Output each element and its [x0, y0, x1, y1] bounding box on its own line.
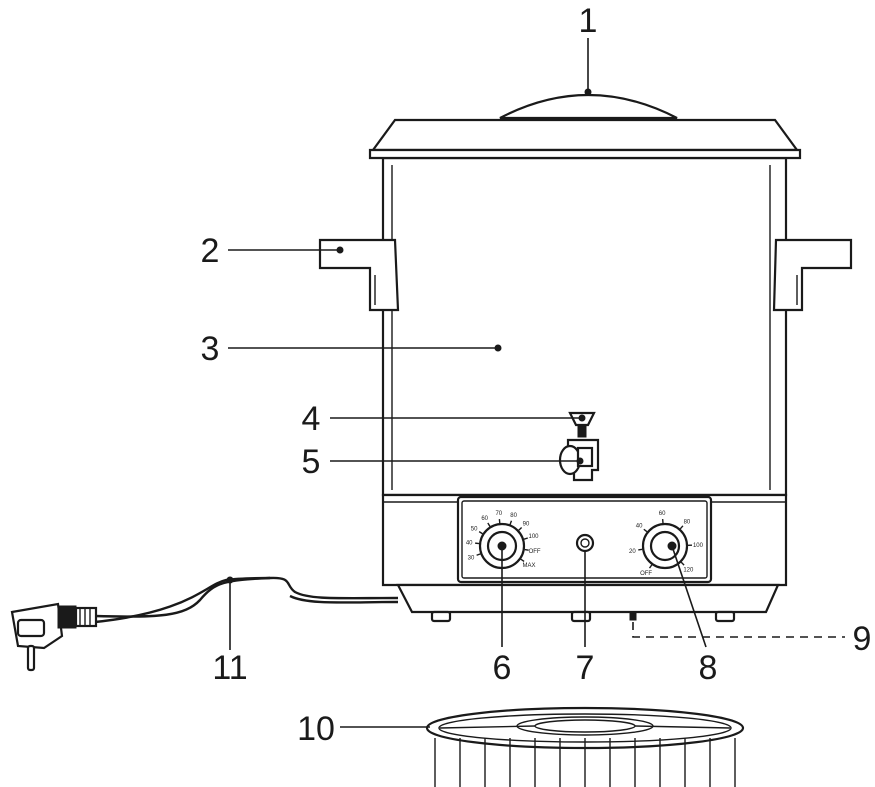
callout-9: 9	[853, 620, 872, 658]
callout-6: 6	[493, 649, 512, 687]
temperature-dial-tick-label: 60	[481, 516, 488, 522]
leader-8	[671, 545, 707, 648]
callout-2: 2	[201, 232, 220, 270]
leader-9	[632, 622, 845, 638]
temperature-dial-tick-label: OFF	[529, 549, 541, 555]
timer-dial-tick-label: 120	[683, 567, 694, 573]
callout-4: 4	[302, 400, 321, 438]
temperature-dial-tick-label: MAX	[523, 563, 536, 569]
power-cord	[94, 576, 399, 624]
timer-dial-tick-label: 20	[629, 549, 636, 555]
foot-center	[570, 610, 592, 623]
temperature-dial-tick-mark	[524, 548, 529, 551]
leader-lines	[226, 38, 845, 728]
temperature-dial-tick-label: 90	[523, 521, 530, 527]
temperature-dial-tick-mark	[509, 520, 513, 525]
callout-8: 8	[699, 649, 718, 687]
timer-dial-tick-label: 80	[684, 519, 691, 525]
foot-left	[430, 610, 452, 623]
temperature-dial-tick-label: 40	[466, 540, 473, 546]
temperature-dial-tick-label: 50	[471, 526, 478, 532]
rack-insert	[425, 706, 745, 787]
temperature-dial-tick-mark	[476, 553, 481, 556]
indicator-lamp	[575, 533, 595, 553]
lid	[368, 88, 802, 160]
handle-right	[772, 238, 853, 312]
timer-dial-tick-label: 100	[693, 543, 704, 549]
temperature-dial-tick-mark	[487, 522, 491, 527]
handle-left	[318, 238, 400, 312]
reset-button	[629, 611, 637, 621]
timer-dial-tick-mark	[648, 564, 653, 569]
callout-labels: 1 2 3 4 5 6 7 8 9 10 11	[201, 2, 872, 748]
callout-1: 1	[579, 2, 598, 40]
temperature-dial-tick-mark	[520, 558, 525, 563]
timer-dial-tick-label: 60	[659, 511, 666, 517]
temperature-dial-tick-mark	[523, 537, 528, 540]
callout-10: 10	[297, 710, 335, 748]
power-plug	[10, 602, 98, 672]
temperature-dial-tick-label: 100	[529, 534, 540, 540]
temperature-dial-tick-label: 30	[468, 555, 475, 561]
timer-dial-tick-mark	[680, 561, 685, 566]
timer-dial-tick-label: OFF	[640, 571, 652, 577]
temperature-dial-tick-mark	[518, 526, 523, 531]
timer-dial-tick-mark	[679, 525, 684, 530]
callout-3: 3	[201, 330, 220, 368]
callout-7: 7	[576, 649, 595, 687]
timer-dial-tick-label: 40	[636, 524, 643, 530]
timer-dial-tick-mark	[638, 548, 643, 551]
temperature-dial-tick-label: 70	[495, 511, 502, 517]
timer-dial-tick-mark	[643, 528, 648, 533]
callout-11: 11	[212, 649, 247, 687]
callout-5: 5	[302, 443, 321, 481]
temperature-dial-tick-mark	[478, 531, 483, 535]
temperature-dial-tick-label: 80	[510, 513, 517, 519]
foot-right	[714, 610, 736, 623]
